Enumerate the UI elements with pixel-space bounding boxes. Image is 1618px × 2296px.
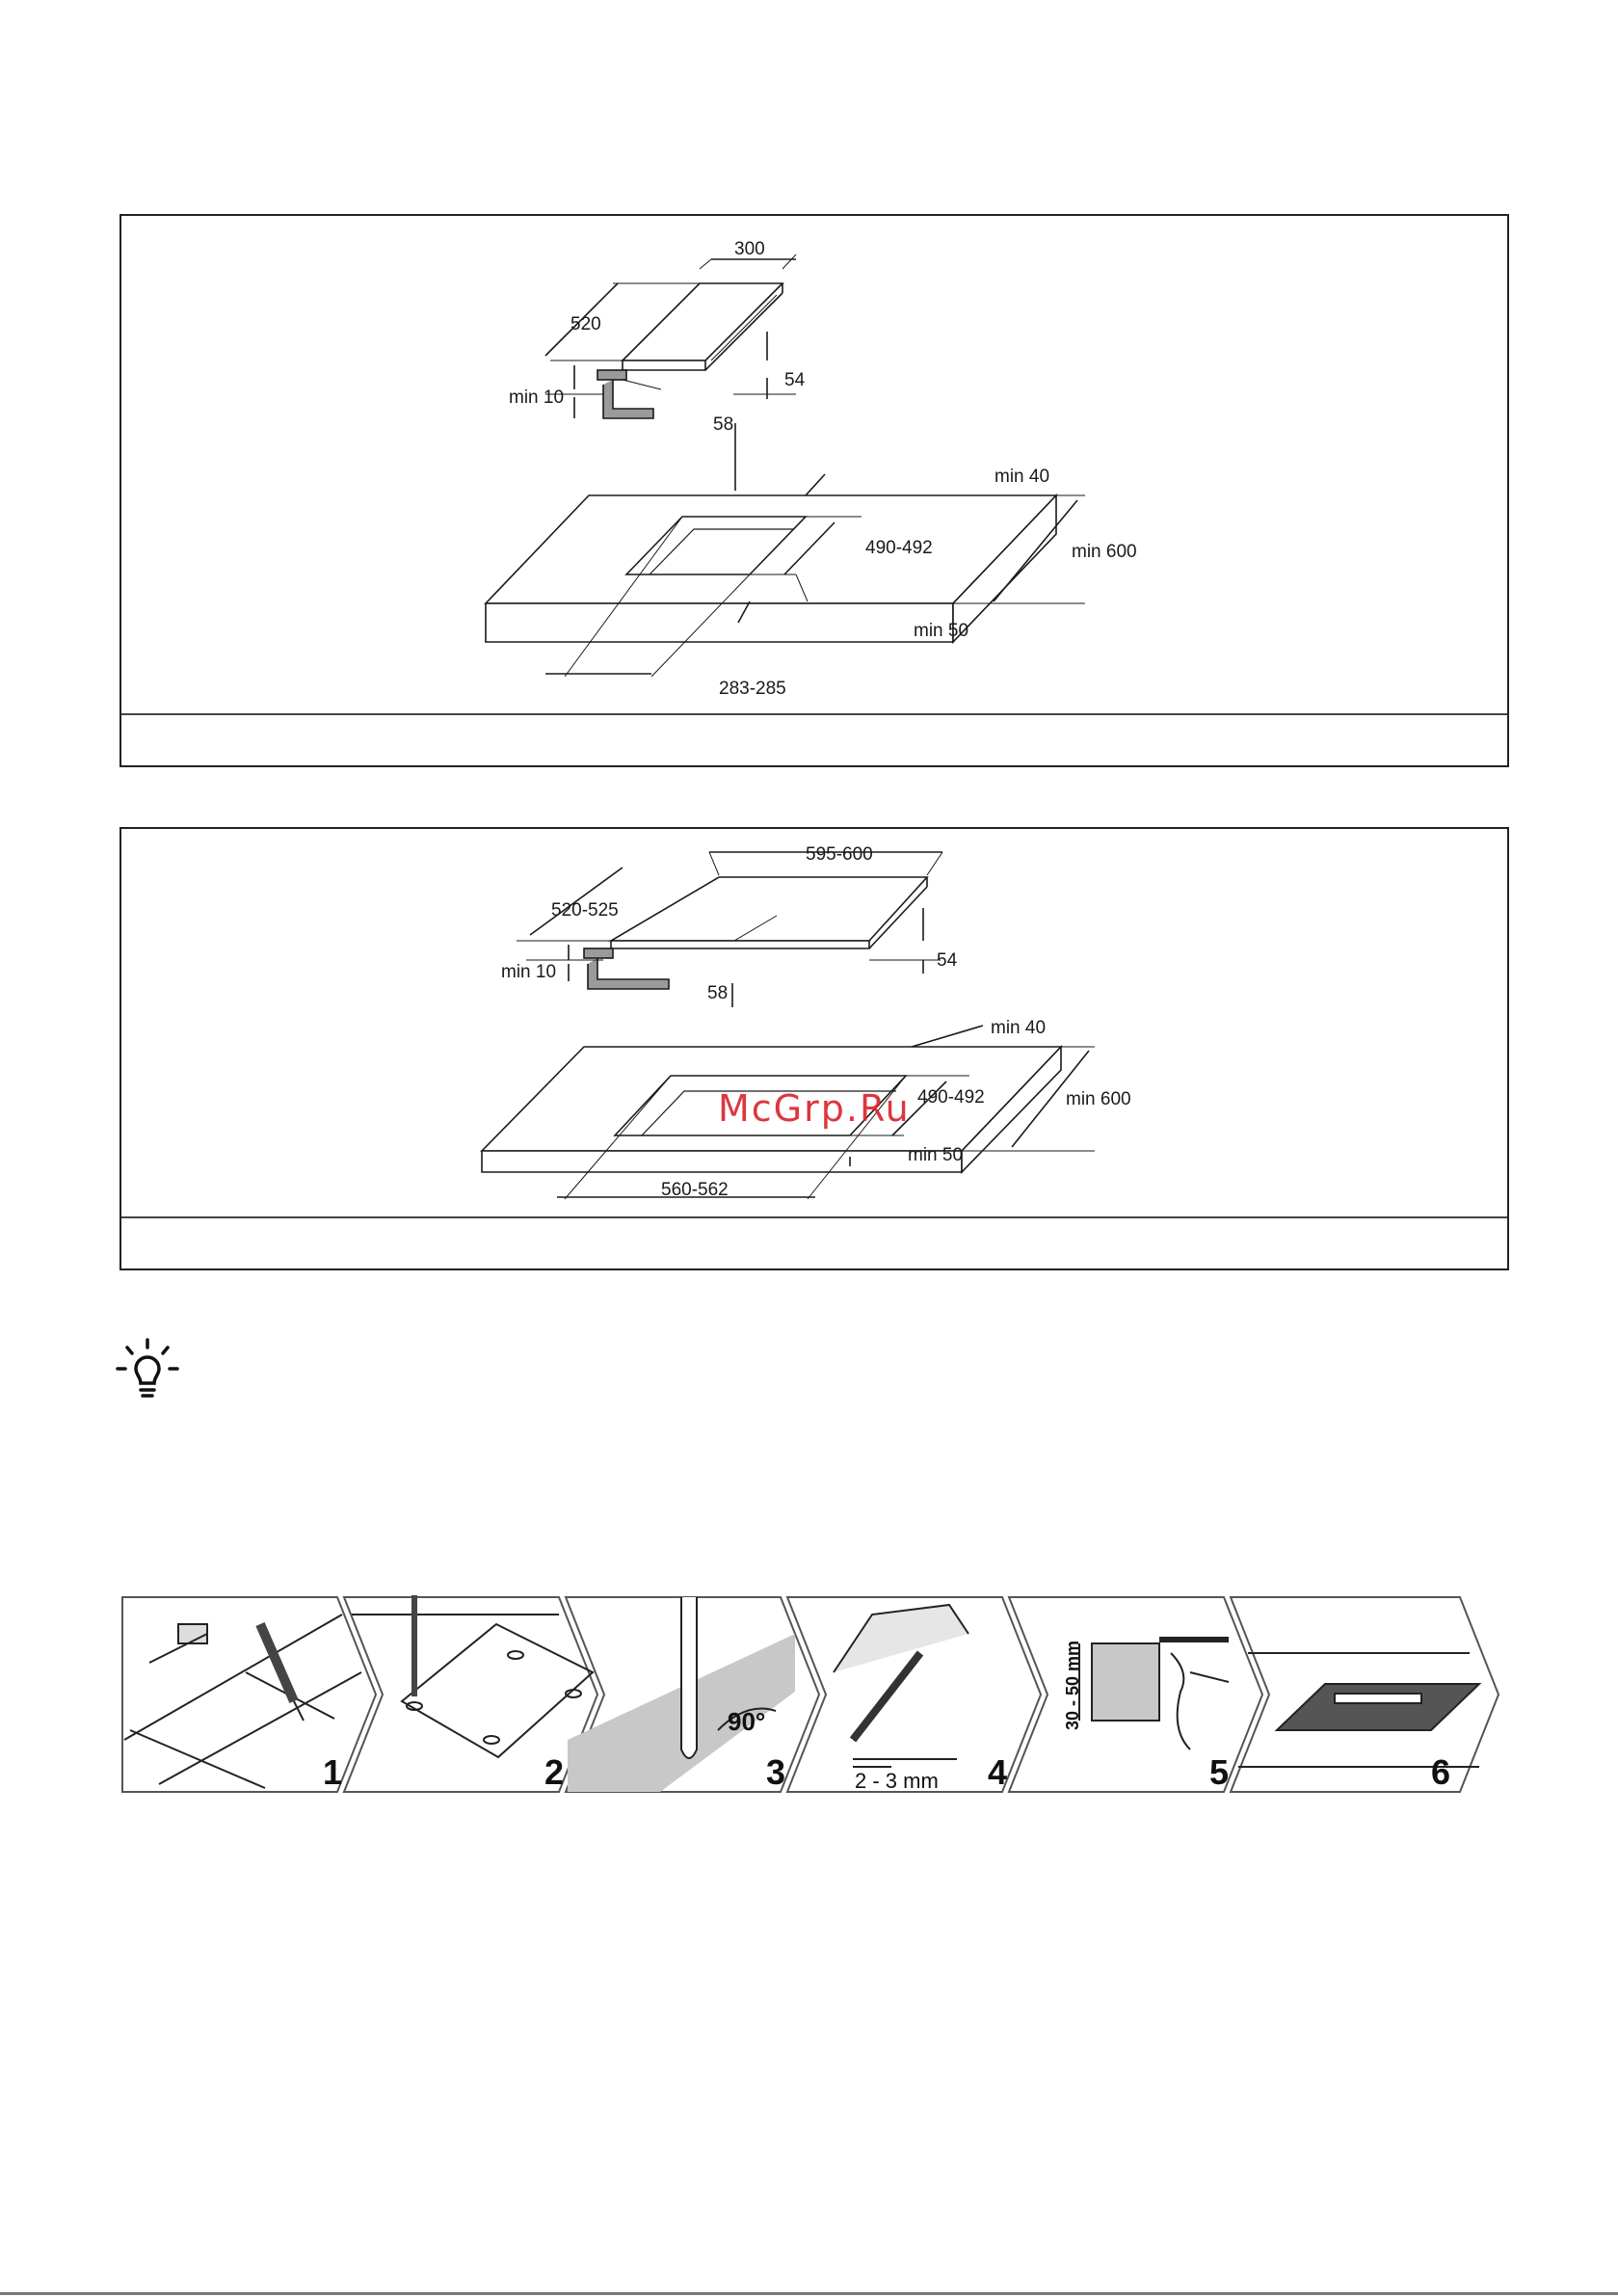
step-5-range: 30 - 50 mm bbox=[1063, 1641, 1082, 1730]
dim-54: 54 bbox=[784, 370, 806, 390]
dim-min10: min 10 bbox=[509, 387, 564, 408]
dim-min50: min 50 bbox=[914, 621, 968, 641]
dim-520: 520 bbox=[570, 314, 601, 334]
step-4-gap: 2 - 3 mm bbox=[855, 1769, 939, 1793]
diagram-1-caption bbox=[121, 713, 1507, 765]
dim-min40: min 40 bbox=[995, 467, 1049, 487]
step-4-number: 4 bbox=[988, 1752, 1007, 1792]
bottom-rule bbox=[0, 2292, 1618, 2295]
dim-283-285: 283-285 bbox=[719, 679, 786, 699]
dim-58: 58 bbox=[707, 983, 728, 1003]
dim-54: 54 bbox=[937, 950, 958, 971]
dim-min40: min 40 bbox=[991, 1018, 1046, 1038]
installation-diagram-1: 300 520 min 10 54 58 min 40 490-492 min … bbox=[119, 214, 1509, 767]
step-5-number: 5 bbox=[1209, 1752, 1229, 1792]
dim-490-492: 490-492 bbox=[865, 538, 933, 558]
step-3-number: 3 bbox=[766, 1752, 785, 1792]
diagram-1-drawing: 300 520 min 10 54 58 min 40 490-492 min … bbox=[121, 216, 1511, 769]
dim-min600: min 600 bbox=[1072, 542, 1137, 562]
dim-min10: min 10 bbox=[501, 962, 556, 982]
installation-steps: 1 2 90° 3 2 - 3 mm 4 30 - 50 mm 5 bbox=[120, 1595, 1500, 1794]
lightbulb-icon bbox=[114, 1336, 181, 1403]
dim-min50: min 50 bbox=[908, 1145, 963, 1165]
step-1-number: 1 bbox=[323, 1752, 342, 1792]
watermark: McGrp.Ru bbox=[718, 1087, 911, 1130]
dim-58: 58 bbox=[713, 414, 733, 435]
dim-min600: min 600 bbox=[1066, 1089, 1131, 1109]
step-2-number: 2 bbox=[544, 1752, 564, 1792]
dim-520-525: 520-525 bbox=[551, 900, 619, 921]
dim-300: 300 bbox=[734, 239, 765, 259]
dim-560-562: 560-562 bbox=[661, 1180, 729, 1200]
step-6-number: 6 bbox=[1431, 1752, 1450, 1792]
diagram-2-drawing: 595-600 520-525 min 10 54 58 min 40 490-… bbox=[121, 829, 1511, 1272]
dim-595-600: 595-600 bbox=[806, 844, 873, 865]
installation-diagram-2: 595-600 520-525 min 10 54 58 min 40 490-… bbox=[119, 827, 1509, 1270]
step-3-angle: 90° bbox=[728, 1707, 765, 1736]
dim-490-492: 490-492 bbox=[917, 1087, 985, 1108]
diagram-2-caption bbox=[121, 1216, 1507, 1268]
